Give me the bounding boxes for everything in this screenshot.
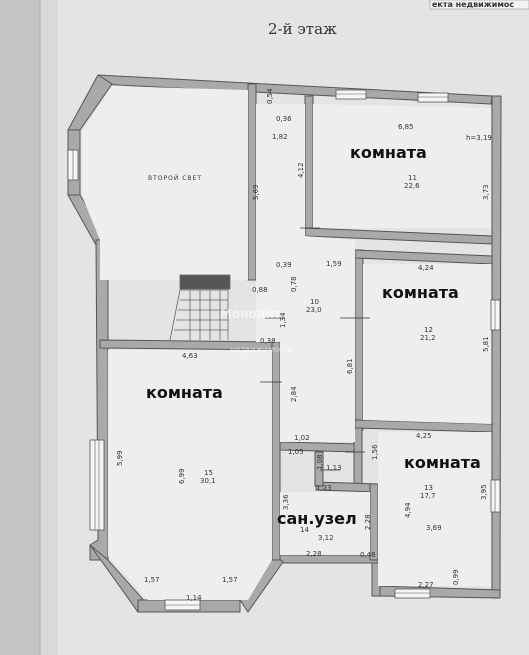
dim-581: 5,81 bbox=[482, 336, 490, 352]
dim-569: 5,69 bbox=[252, 184, 260, 200]
dim-228: 2,28 bbox=[306, 550, 322, 558]
floor-room-12 bbox=[363, 264, 491, 424]
room-area-11: 22,6 bbox=[404, 182, 420, 190]
room-number-11: 11 bbox=[408, 174, 417, 182]
watermark-line2: недвижимость bbox=[230, 345, 293, 354]
floor-room-15 bbox=[108, 350, 272, 600]
wall-inner-c bbox=[354, 249, 364, 431]
dim-123: 1,23 bbox=[316, 484, 332, 492]
floor-room-13 bbox=[378, 432, 491, 586]
dim-134: 1,34 bbox=[279, 312, 287, 328]
room-label-14: сан.узел bbox=[277, 509, 357, 528]
dim-088: 0,88 bbox=[252, 286, 268, 294]
wall-inner-m bbox=[247, 83, 257, 281]
floor-second-light bbox=[82, 86, 248, 280]
window-right-2 bbox=[490, 479, 501, 513]
stair-landing bbox=[179, 274, 231, 290]
dim-681: 6,81 bbox=[346, 358, 354, 374]
room-area-12: 21,2 bbox=[420, 334, 436, 342]
window-left bbox=[89, 439, 105, 531]
dim-685: 6,85 bbox=[398, 123, 414, 131]
dim-159: 1,59 bbox=[326, 260, 342, 268]
dim-102: 1,02 bbox=[294, 434, 310, 442]
floors bbox=[82, 86, 491, 600]
dim-424: 4,24 bbox=[418, 264, 434, 272]
wall-inner-a bbox=[304, 95, 314, 237]
room-area-15: 30,1 bbox=[200, 477, 216, 485]
dim-182: 1,82 bbox=[272, 133, 288, 141]
room-area-10: 23,0 bbox=[306, 306, 322, 314]
wall-inner-i bbox=[353, 427, 363, 487]
room-label-second-light: ВТОРОЙ СВЕТ bbox=[148, 175, 202, 182]
floor-hall bbox=[256, 104, 355, 442]
stairs bbox=[169, 274, 231, 341]
window-top-1 bbox=[335, 89, 367, 100]
watermark-line1: Монолит bbox=[220, 307, 281, 321]
header-box bbox=[429, 0, 529, 10]
window-top-2 bbox=[417, 92, 449, 103]
dim-599: 5,99 bbox=[116, 450, 124, 466]
dim-336: 3,36 bbox=[282, 494, 290, 510]
dim-156: 1,56 bbox=[371, 444, 379, 460]
page-binding bbox=[0, 0, 40, 655]
dim-373: 3,73 bbox=[482, 184, 490, 200]
room-number-12: 12 bbox=[424, 326, 433, 334]
dim-395: 3,95 bbox=[480, 484, 488, 500]
stair-outline bbox=[169, 289, 229, 341]
dim-h: h=3,19 bbox=[466, 134, 492, 142]
dim-114: 1,14 bbox=[186, 594, 202, 602]
dim-494: 4,94 bbox=[404, 502, 412, 518]
dim-038: 0,38 bbox=[260, 337, 276, 345]
room-number-14: 14 bbox=[300, 526, 309, 534]
room-number-10: 10 bbox=[310, 298, 319, 306]
dimension-labels: 0,54 0,36 1,82 5,69 4,12 6,85 h=3,19 3,7… bbox=[116, 88, 492, 602]
dim-105: 1,05 bbox=[288, 448, 304, 456]
floor-room-11 bbox=[313, 104, 491, 228]
dim-228v: 2,28 bbox=[364, 514, 372, 530]
dim-099: 0,99 bbox=[452, 569, 460, 585]
dim-284: 2,84 bbox=[290, 386, 298, 402]
dim-113: 1,13 bbox=[326, 464, 342, 472]
door-marks bbox=[260, 227, 370, 471]
dim-108: 1,08 bbox=[316, 454, 324, 470]
room-label-13: комната bbox=[404, 453, 481, 472]
room-label-11: комната bbox=[350, 143, 427, 162]
dim-463: 4,63 bbox=[182, 352, 198, 360]
dim-157b: 1,57 bbox=[222, 576, 238, 584]
dim-312: 3,12 bbox=[318, 534, 334, 542]
room-number-13: 13 bbox=[424, 484, 433, 492]
dim-227: 2,27 bbox=[418, 581, 434, 589]
room-label-12: комната bbox=[382, 283, 459, 302]
dim-412: 4,12 bbox=[297, 162, 305, 178]
dim-425: 4,25 bbox=[416, 432, 432, 440]
header-corner-text: екта недвижимос bbox=[432, 0, 514, 9]
dim-054: 0,54 bbox=[266, 88, 274, 104]
dim-046: 0,46 bbox=[360, 551, 376, 559]
dim-369: 3,69 bbox=[426, 524, 442, 532]
page-title: 2-й этаж bbox=[268, 20, 337, 38]
dim-036: 0,36 bbox=[276, 115, 292, 123]
dim-699: 6,99 bbox=[178, 468, 186, 484]
wall-right bbox=[491, 95, 502, 599]
wall-inner-l bbox=[314, 451, 324, 487]
window-right-1 bbox=[490, 299, 501, 331]
room-label-15: комната bbox=[146, 383, 223, 402]
dim-039: 0,39 bbox=[276, 261, 292, 269]
window-mullions bbox=[72, 93, 496, 606]
dim-078: 0,78 bbox=[290, 276, 298, 292]
room-number-15: 15 bbox=[204, 469, 213, 477]
window-bottom-right bbox=[394, 588, 431, 599]
room-area-13: 17,7 bbox=[420, 492, 436, 500]
dim-157a: 1,57 bbox=[144, 576, 160, 584]
floor-bathroom bbox=[280, 492, 370, 555]
